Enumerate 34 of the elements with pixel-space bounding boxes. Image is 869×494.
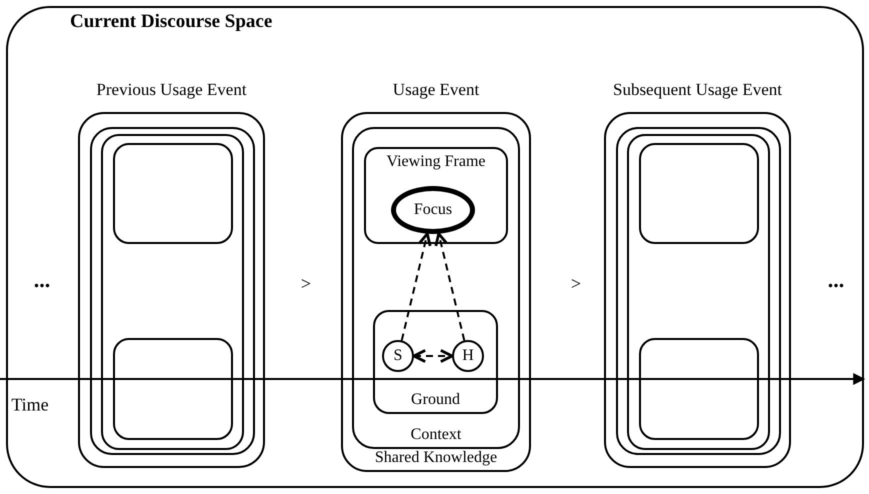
focus-ellipse	[391, 186, 475, 234]
frame-label: S	[394, 347, 402, 365]
empty-frame	[113, 338, 233, 440]
empty-frame	[639, 338, 759, 440]
empty-frame	[639, 143, 759, 244]
frame-label: Focus	[414, 201, 452, 219]
inner-frame	[627, 134, 770, 450]
hearer-circle	[452, 340, 484, 372]
viewing-frame-box	[364, 147, 508, 244]
context-frame	[616, 127, 781, 455]
discourse-space-frame	[6, 6, 864, 488]
frame-heading: Current Discourse Space	[70, 12, 272, 33]
ground-box	[373, 310, 498, 414]
empty-frame	[113, 143, 233, 244]
context-frame	[352, 127, 520, 449]
arrow	[400, 232, 432, 341]
precedence-sign: >	[300, 274, 312, 294]
axis-label: Time	[11, 394, 49, 416]
context-frame	[90, 127, 255, 455]
frame-label: Ground	[411, 391, 460, 409]
frame-label: Shared Knowledge	[374, 449, 498, 467]
frame-label: Context	[410, 426, 462, 444]
arrow	[434, 232, 466, 341]
inner-frame	[101, 134, 244, 450]
event-heading: Usage Event	[392, 81, 480, 100]
ellipsis-mark: ...	[34, 267, 50, 293]
event-heading: Subsequent Usage Event	[612, 81, 782, 100]
frame-label: H	[462, 347, 474, 365]
ellipsis-mark: ...	[828, 267, 844, 293]
speaker-circle	[382, 340, 414, 372]
precedence-sign: >	[570, 274, 582, 294]
event-heading: Previous Usage Event	[96, 81, 247, 100]
frame-label: Viewing Frame	[386, 153, 486, 171]
arrow	[412, 349, 454, 363]
